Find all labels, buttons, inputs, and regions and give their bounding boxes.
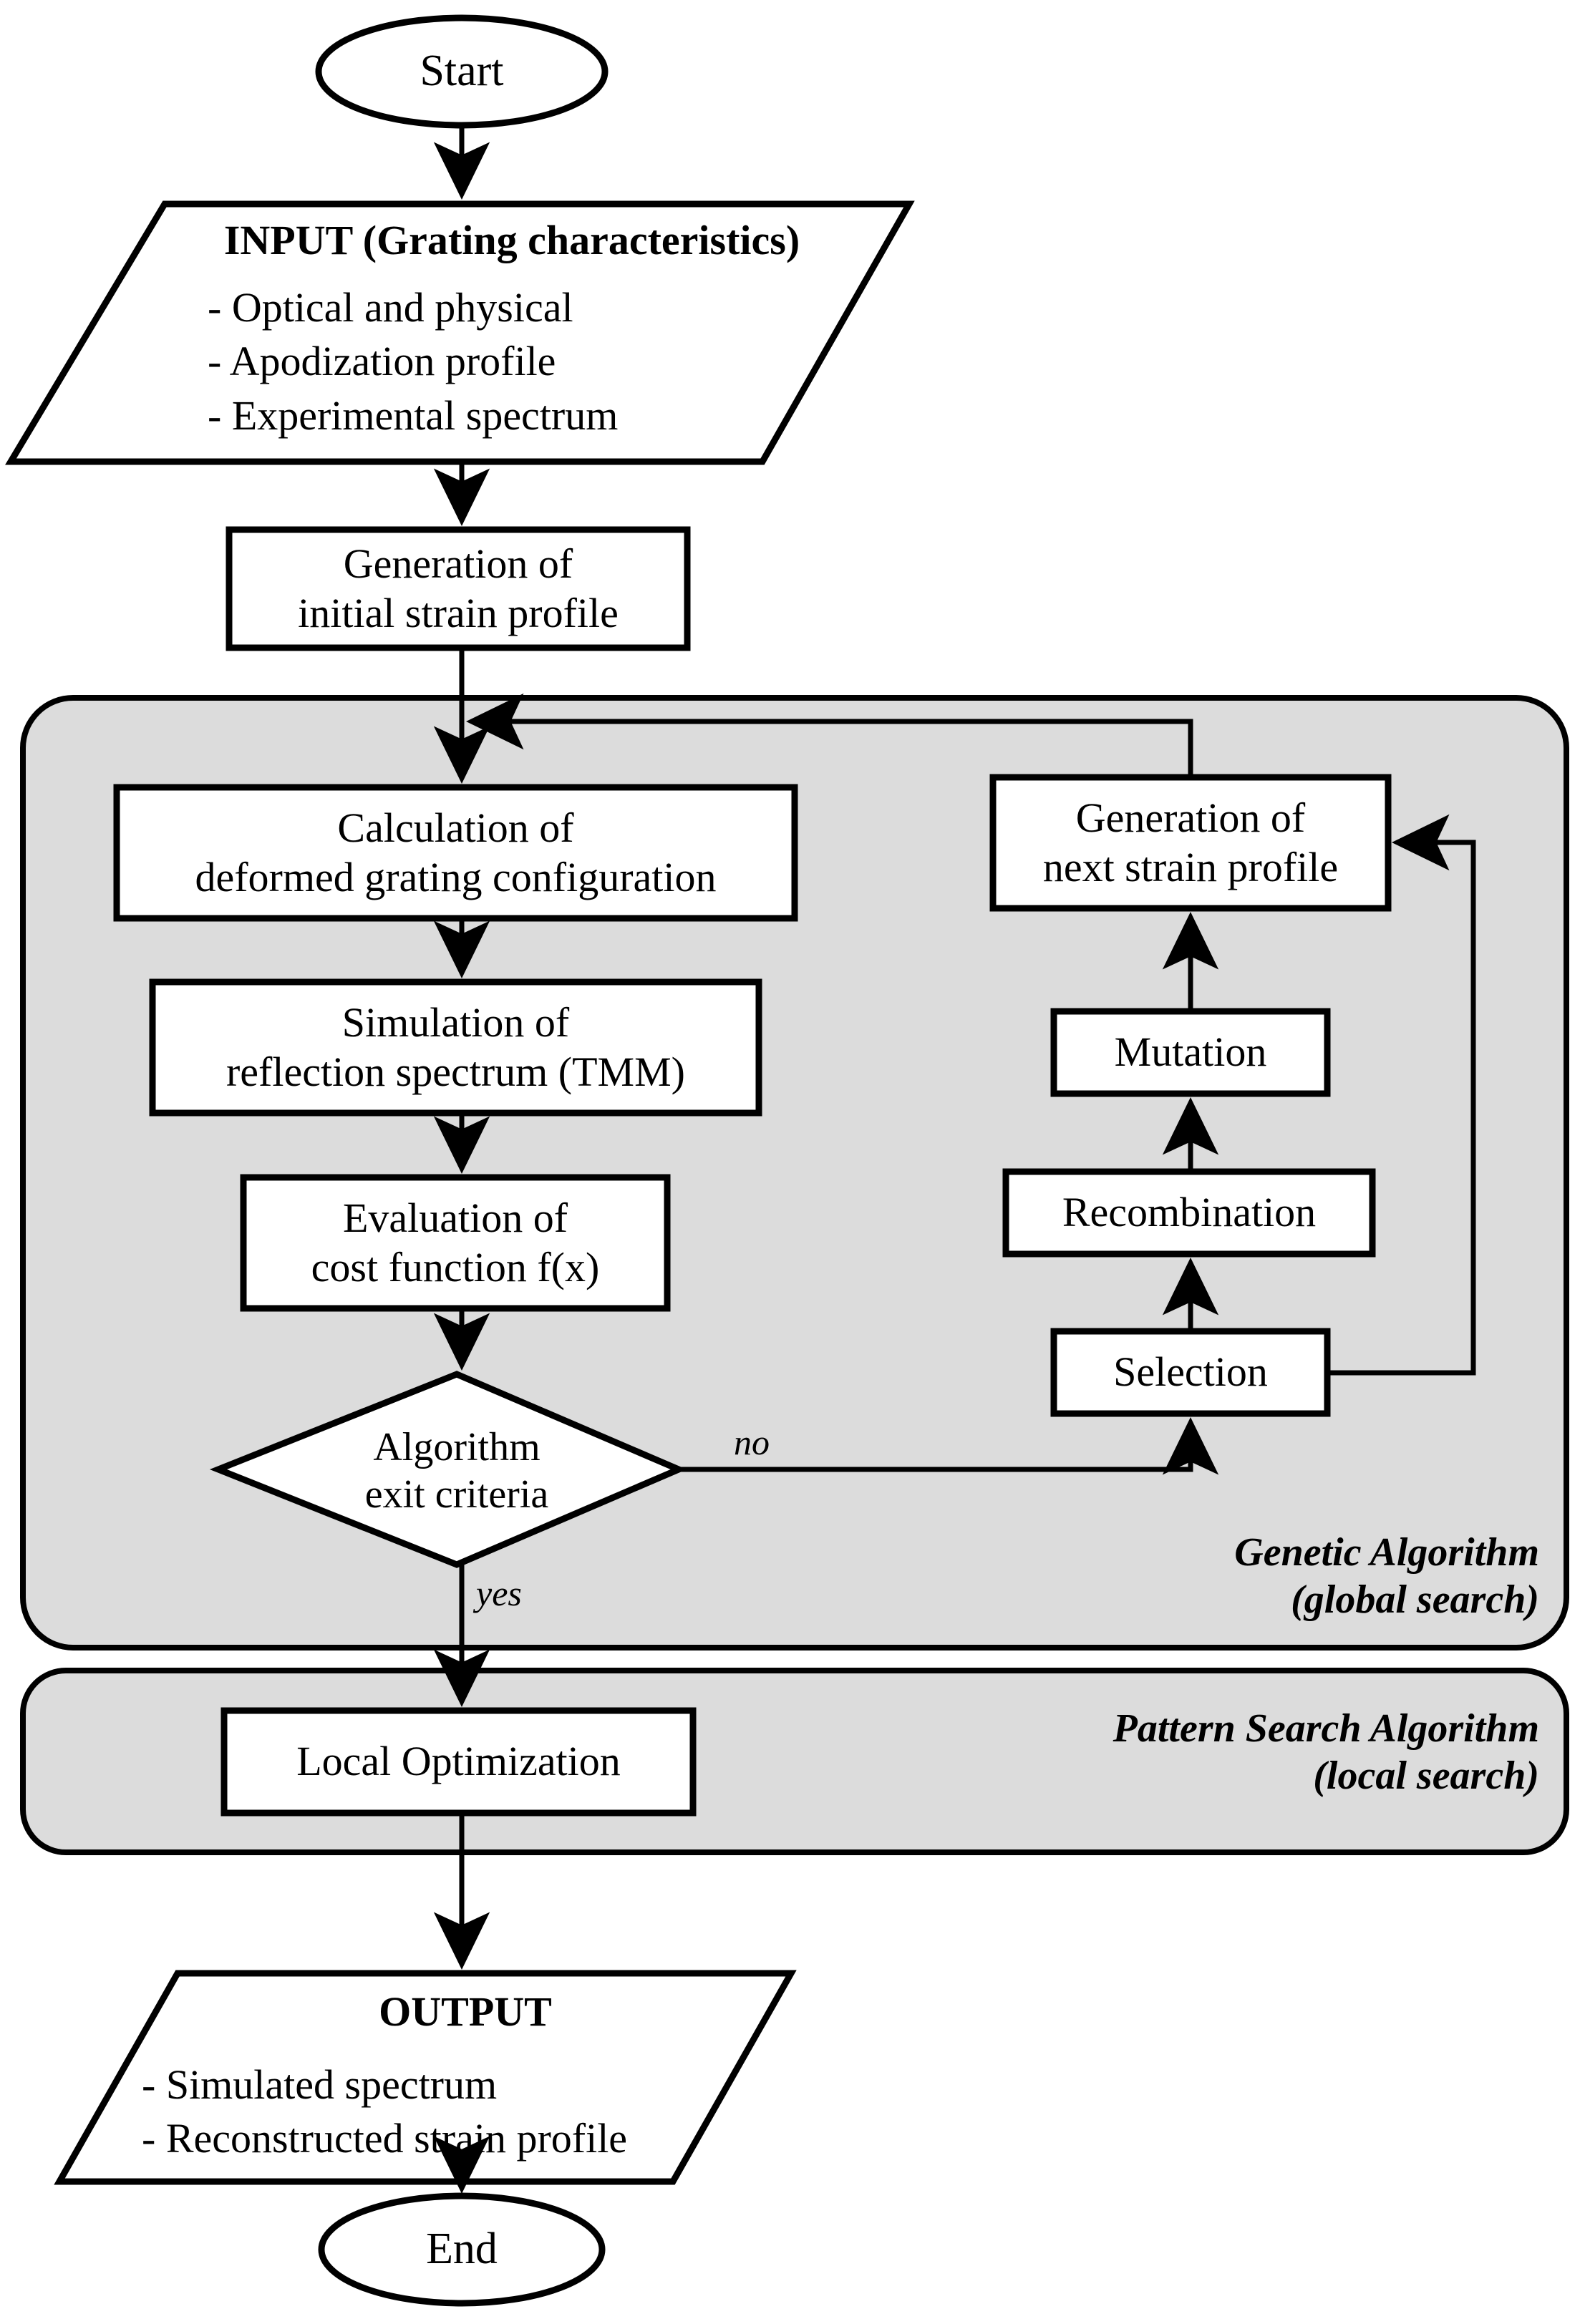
node-input-shape: [5, 200, 915, 465]
node-recombination-shape: [1002, 1168, 1376, 1258]
node-simulation-shape: [149, 978, 762, 1117]
edge-selection-to-next-profile-loop: [1327, 814, 1476, 1376]
node-initial-profile-shape: [226, 526, 691, 651]
node-selection-shape: [1050, 1328, 1331, 1417]
node-mutation-shape: [1050, 1008, 1331, 1097]
edge-next-profile-feedback-to-calculation: [466, 693, 1193, 777]
node-local-optimization-shape: [220, 1707, 697, 1817]
node-start-shape: [315, 14, 609, 129]
node-next-profile-shape: [989, 774, 1392, 912]
edge-exit-criteria-no-to-selection: [679, 1417, 1219, 1475]
node-output-shape: [54, 1970, 797, 2185]
node-end-shape: [318, 2192, 606, 2307]
node-exit-criteria-shape: [209, 1371, 687, 1568]
node-evaluation-shape: [240, 1174, 671, 1312]
node-calculation-shape: [113, 784, 798, 922]
